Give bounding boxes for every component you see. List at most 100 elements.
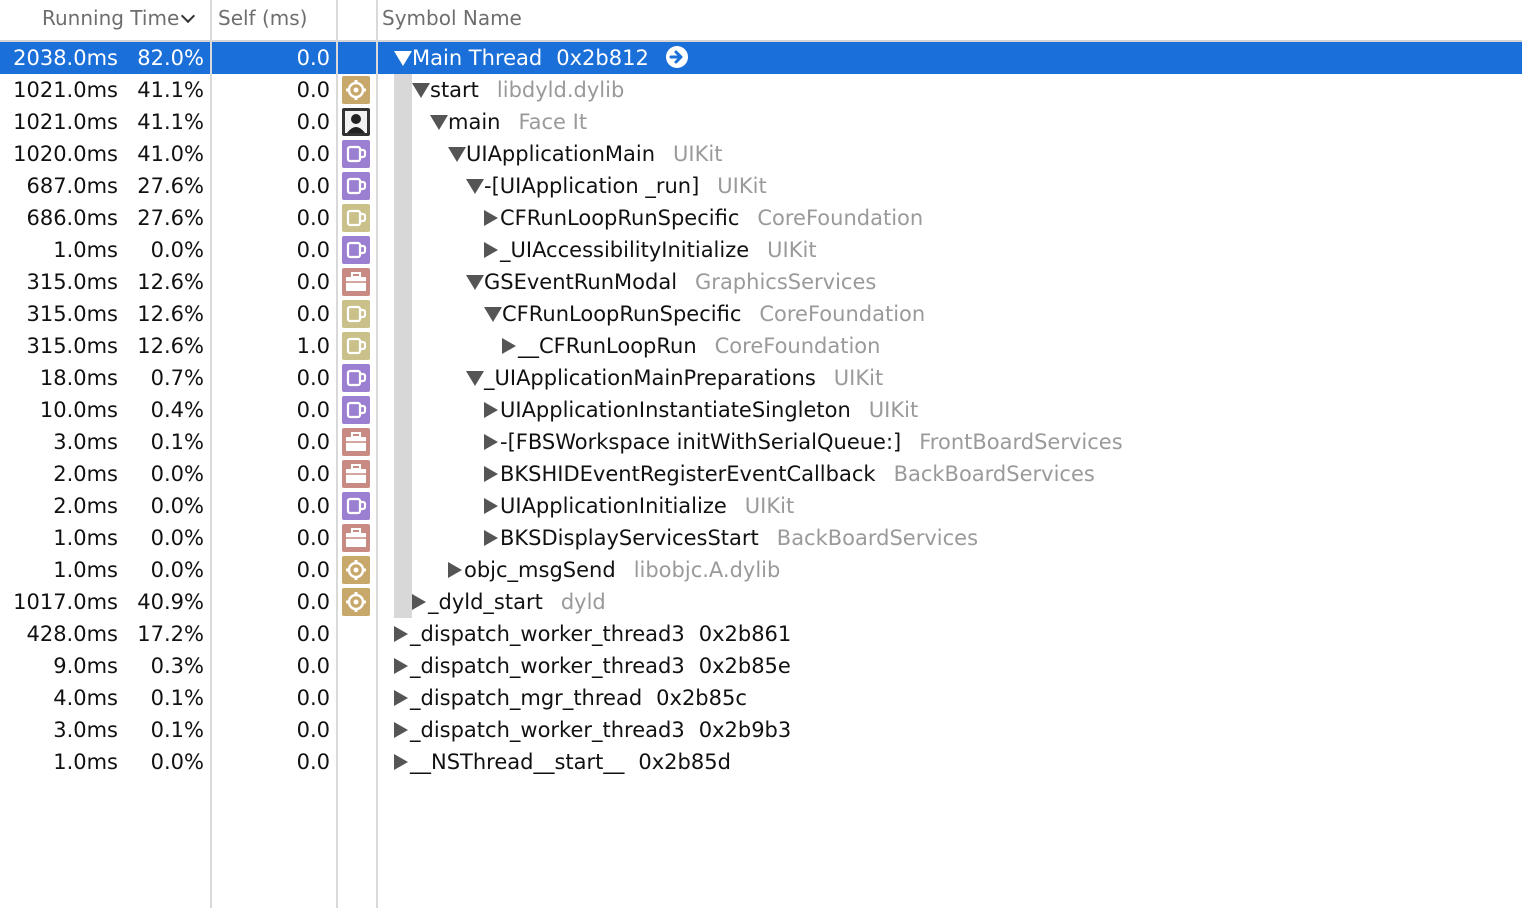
disclosure-triangle-collapsed-icon[interactable] [448,562,462,578]
disclosure-triangle-expanded-icon[interactable] [412,83,430,98]
library-icon [342,524,370,552]
symbol-name: -[FBSWorkspace initWithSerialQueue:] [500,430,902,454]
disclosure-triangle-collapsed-icon[interactable] [484,466,498,482]
disclosure-triangle-collapsed-icon[interactable] [394,754,408,770]
running-percent-value: 0.4% [150,398,204,422]
column-header-symbol-name[interactable]: Symbol Name [382,6,522,30]
self-ms-value: 0.0 [296,558,330,582]
library-icon [342,172,370,200]
column-header-self[interactable]: Self (ms) [218,6,308,30]
library-icon [342,332,370,360]
disclosure-triangle-collapsed-icon[interactable] [394,658,408,674]
disclosure-triangle-expanded-icon[interactable] [448,147,466,162]
running-time-value: 1020.0ms [13,142,118,166]
disclosure-triangle-collapsed-icon[interactable] [502,338,516,354]
column-divider[interactable] [336,0,338,908]
disclosure-triangle-collapsed-icon[interactable] [484,434,498,450]
library-icon [342,140,370,168]
running-percent-value: 0.0% [150,558,204,582]
disclosure-triangle-collapsed-icon[interactable] [484,210,498,226]
library-name: CoreFoundation [759,302,926,326]
self-ms-value: 0.0 [296,718,330,742]
library-icon [342,204,370,232]
disclosure-triangle-collapsed-icon[interactable] [484,242,498,258]
running-percent-value: 12.6% [137,302,204,326]
disclosure-triangle-expanded-icon[interactable] [466,371,484,386]
column-header-running-time[interactable]: Running Time [42,6,196,30]
column-divider[interactable] [210,0,212,908]
library-name: UIKit [868,398,919,422]
running-time-value: 1017.0ms [13,590,118,614]
library-icon [342,460,370,488]
symbol-name: UIApplicationInitialize [500,494,727,518]
self-ms-value: 0.0 [296,302,330,326]
disclosure-triangle-collapsed-icon[interactable] [484,498,498,514]
thread-address: 0x2b85c [656,686,747,710]
disclosure-triangle-expanded-icon[interactable] [466,179,484,194]
disclosure-triangle-expanded-icon[interactable] [430,115,448,130]
disclosure-triangle-collapsed-icon[interactable] [394,722,408,738]
disclosure-triangle-expanded-icon[interactable] [394,51,412,66]
thread-address: 0x2b85e [698,654,791,678]
disclosure-triangle-collapsed-icon[interactable] [394,690,408,706]
disclosure-triangle-collapsed-icon[interactable] [484,530,498,546]
disclosure-triangle-collapsed-icon[interactable] [412,594,426,610]
library-icon [342,236,370,264]
toolbox-icon [342,428,370,456]
library-icon [342,108,370,136]
running-time-value: 315.0ms [26,270,118,294]
library-name: dyld [560,590,606,614]
focus-arrow-icon[interactable] [665,45,689,69]
running-time-value: 4.0ms [53,686,118,710]
library-icon [342,364,370,392]
library-icon [342,300,370,328]
thread-address: 0x2b861 [698,622,792,646]
running-time-value: 687.0ms [26,174,118,198]
symbol-name: BKSHIDEventRegisterEventCallback [500,462,876,486]
running-percent-value: 0.1% [150,430,204,454]
self-ms-value: 0.0 [296,174,330,198]
disclosure-triangle-expanded-icon[interactable] [466,275,484,290]
column-divider[interactable] [376,0,378,908]
library-name: BackBoardServices [776,526,979,550]
running-time-value: 9.0ms [53,654,118,678]
symbol-name: __CFRunLoopRun [518,334,697,358]
disclosure-triangle-collapsed-icon[interactable] [484,402,498,418]
running-percent-value: 41.1% [137,78,204,102]
library-name: UIKit [673,142,723,166]
disclosure-triangle-expanded-icon[interactable] [484,307,502,322]
running-percent-value: 0.0% [150,526,204,550]
running-time-value: 1021.0ms [13,110,118,134]
disclosure-triangle-collapsed-icon[interactable] [394,626,408,642]
chevron-down-icon [181,8,196,24]
